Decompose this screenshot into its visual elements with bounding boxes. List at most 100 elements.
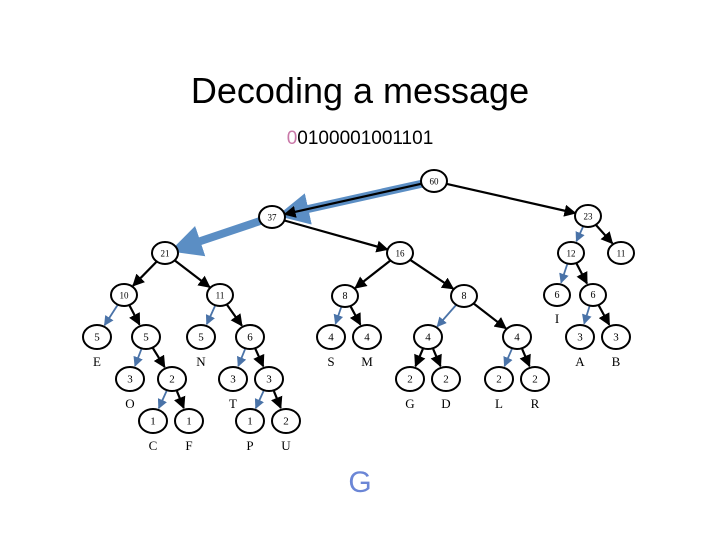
tree-node[interactable]: 3B xyxy=(601,324,631,369)
tree-edge xyxy=(349,306,362,326)
tree-node-circle xyxy=(258,205,286,229)
tree-edge-blue xyxy=(436,304,457,328)
tree-node[interactable]: 6 xyxy=(235,324,265,350)
tree-node[interactable]: 21 xyxy=(151,241,179,265)
tree-node[interactable]: 3T xyxy=(218,366,248,411)
tree-node[interactable]: 11 xyxy=(206,283,234,307)
tree-node-circle xyxy=(557,241,585,265)
tree-edge xyxy=(595,224,614,245)
tree-edge xyxy=(409,258,455,290)
tree-node-circle xyxy=(565,324,595,350)
tree-node[interactable]: 8 xyxy=(450,284,478,308)
tree-node[interactable]: 1P xyxy=(235,408,265,453)
tree-node-circle xyxy=(386,241,414,265)
tree-leaf-letter: B xyxy=(612,354,621,369)
tree-node[interactable]: 2R xyxy=(520,366,550,411)
tree-node[interactable]: 2G xyxy=(395,366,425,411)
tree-node-weight: 60 xyxy=(430,177,440,187)
tree-node-weight: 12 xyxy=(567,249,576,259)
tree-node[interactable]: 37 xyxy=(258,205,286,229)
tree-node-weight: 3 xyxy=(613,332,619,344)
tree-edge-blue xyxy=(575,226,585,243)
tree-node[interactable]: 3O xyxy=(115,366,145,411)
tree-node[interactable]: 11 xyxy=(607,241,635,265)
tree-edge xyxy=(472,302,507,330)
tree-node[interactable]: 2 xyxy=(157,366,187,392)
tree-node[interactable]: 1F xyxy=(174,408,204,453)
tree-node[interactable]: 5 xyxy=(131,324,161,350)
tree-node-weight: 3 xyxy=(577,332,583,344)
tree-node-circle xyxy=(110,283,138,307)
tree-node[interactable]: 16 xyxy=(386,241,414,265)
tree-node[interactable]: 60 xyxy=(420,169,448,193)
tree-node-weight: 3 xyxy=(230,374,236,386)
tree-node-weight: 6 xyxy=(591,290,596,301)
tree-node[interactable]: 3 xyxy=(254,366,284,392)
tree-node-weight: 1 xyxy=(247,416,253,428)
tree-leaf-letter: N xyxy=(196,354,206,369)
tree-edge-blue xyxy=(559,264,569,284)
tree-node-circle xyxy=(431,366,461,392)
tree-node-circle xyxy=(502,324,532,350)
tree-edge xyxy=(519,348,531,368)
tree-leaf-letter: E xyxy=(93,354,101,369)
tree-node-circle xyxy=(579,283,607,307)
tree-node-weight: 8 xyxy=(343,291,348,302)
tree-node[interactable]: 3A xyxy=(565,324,595,369)
tree-node[interactable]: 5N xyxy=(186,324,216,369)
tree-node[interactable]: 4M xyxy=(352,324,382,369)
tree-edge xyxy=(132,260,158,287)
tree-node-weight: 1 xyxy=(150,416,156,428)
bitstring-remaining: 0100001001101 xyxy=(297,128,434,149)
tree-edge xyxy=(253,348,265,368)
tree-node-circle xyxy=(601,324,631,350)
tree-node-weight: 6 xyxy=(247,332,253,344)
tree-node-circle xyxy=(138,408,168,434)
tree-node-circle xyxy=(235,324,265,350)
tree-leaf-letter: O xyxy=(125,396,134,411)
bitstring-display: 00100001001101 xyxy=(0,128,720,150)
page-title: Decoding a message xyxy=(190,70,530,112)
tree-node[interactable]: 10 xyxy=(110,283,138,307)
tree-leaf-letter: T xyxy=(229,396,237,411)
decoded-output: G xyxy=(348,466,372,499)
tree-edge xyxy=(174,390,186,410)
tree-node[interactable]: 6I xyxy=(543,283,571,326)
tree-node[interactable]: 2U xyxy=(271,408,301,453)
tree-node-circle xyxy=(420,169,448,193)
tree-node-weight: 4 xyxy=(514,332,520,344)
tree-node[interactable]: 4S xyxy=(316,324,346,369)
tree-leaf-letter: C xyxy=(149,438,158,453)
tree-node[interactable]: 1C xyxy=(138,408,168,453)
tree-node-circle xyxy=(186,324,216,350)
tree-node[interactable]: 6 xyxy=(579,283,607,307)
tree-edge xyxy=(271,390,283,410)
tree-node-weight: 10 xyxy=(120,291,130,301)
tree-edge xyxy=(414,348,426,368)
tree-node[interactable]: 23 xyxy=(574,204,602,228)
tree-node-weight: 16 xyxy=(396,249,406,259)
tree-node[interactable]: 8 xyxy=(331,284,359,308)
tree-node-circle xyxy=(115,366,145,392)
tree-node[interactable]: 12 xyxy=(557,241,585,265)
tree-edge xyxy=(226,304,243,327)
tree-node[interactable]: 2D xyxy=(431,366,461,411)
tree-node-circle xyxy=(271,408,301,434)
tree-node-weight: 3 xyxy=(266,374,272,386)
tree-leaf-letter: A xyxy=(575,354,585,369)
tree-edge-blue xyxy=(333,307,344,325)
tree-edge xyxy=(430,348,442,368)
tree-edge xyxy=(354,259,392,289)
tree-node[interactable]: 4 xyxy=(502,324,532,350)
tree-node[interactable]: 5E xyxy=(82,324,112,369)
tree-node-weight: 1 xyxy=(186,416,192,428)
tree-edge-blue xyxy=(503,348,513,368)
tree-node[interactable]: 2L xyxy=(484,366,514,411)
tree-edge xyxy=(128,305,141,326)
tree-leaf-letter: P xyxy=(246,438,253,453)
tree-node-circle xyxy=(352,324,382,350)
tree-node-circle xyxy=(543,283,571,307)
tree-node-weight: 2 xyxy=(283,416,289,428)
tree-node[interactable]: 4 xyxy=(413,324,443,350)
